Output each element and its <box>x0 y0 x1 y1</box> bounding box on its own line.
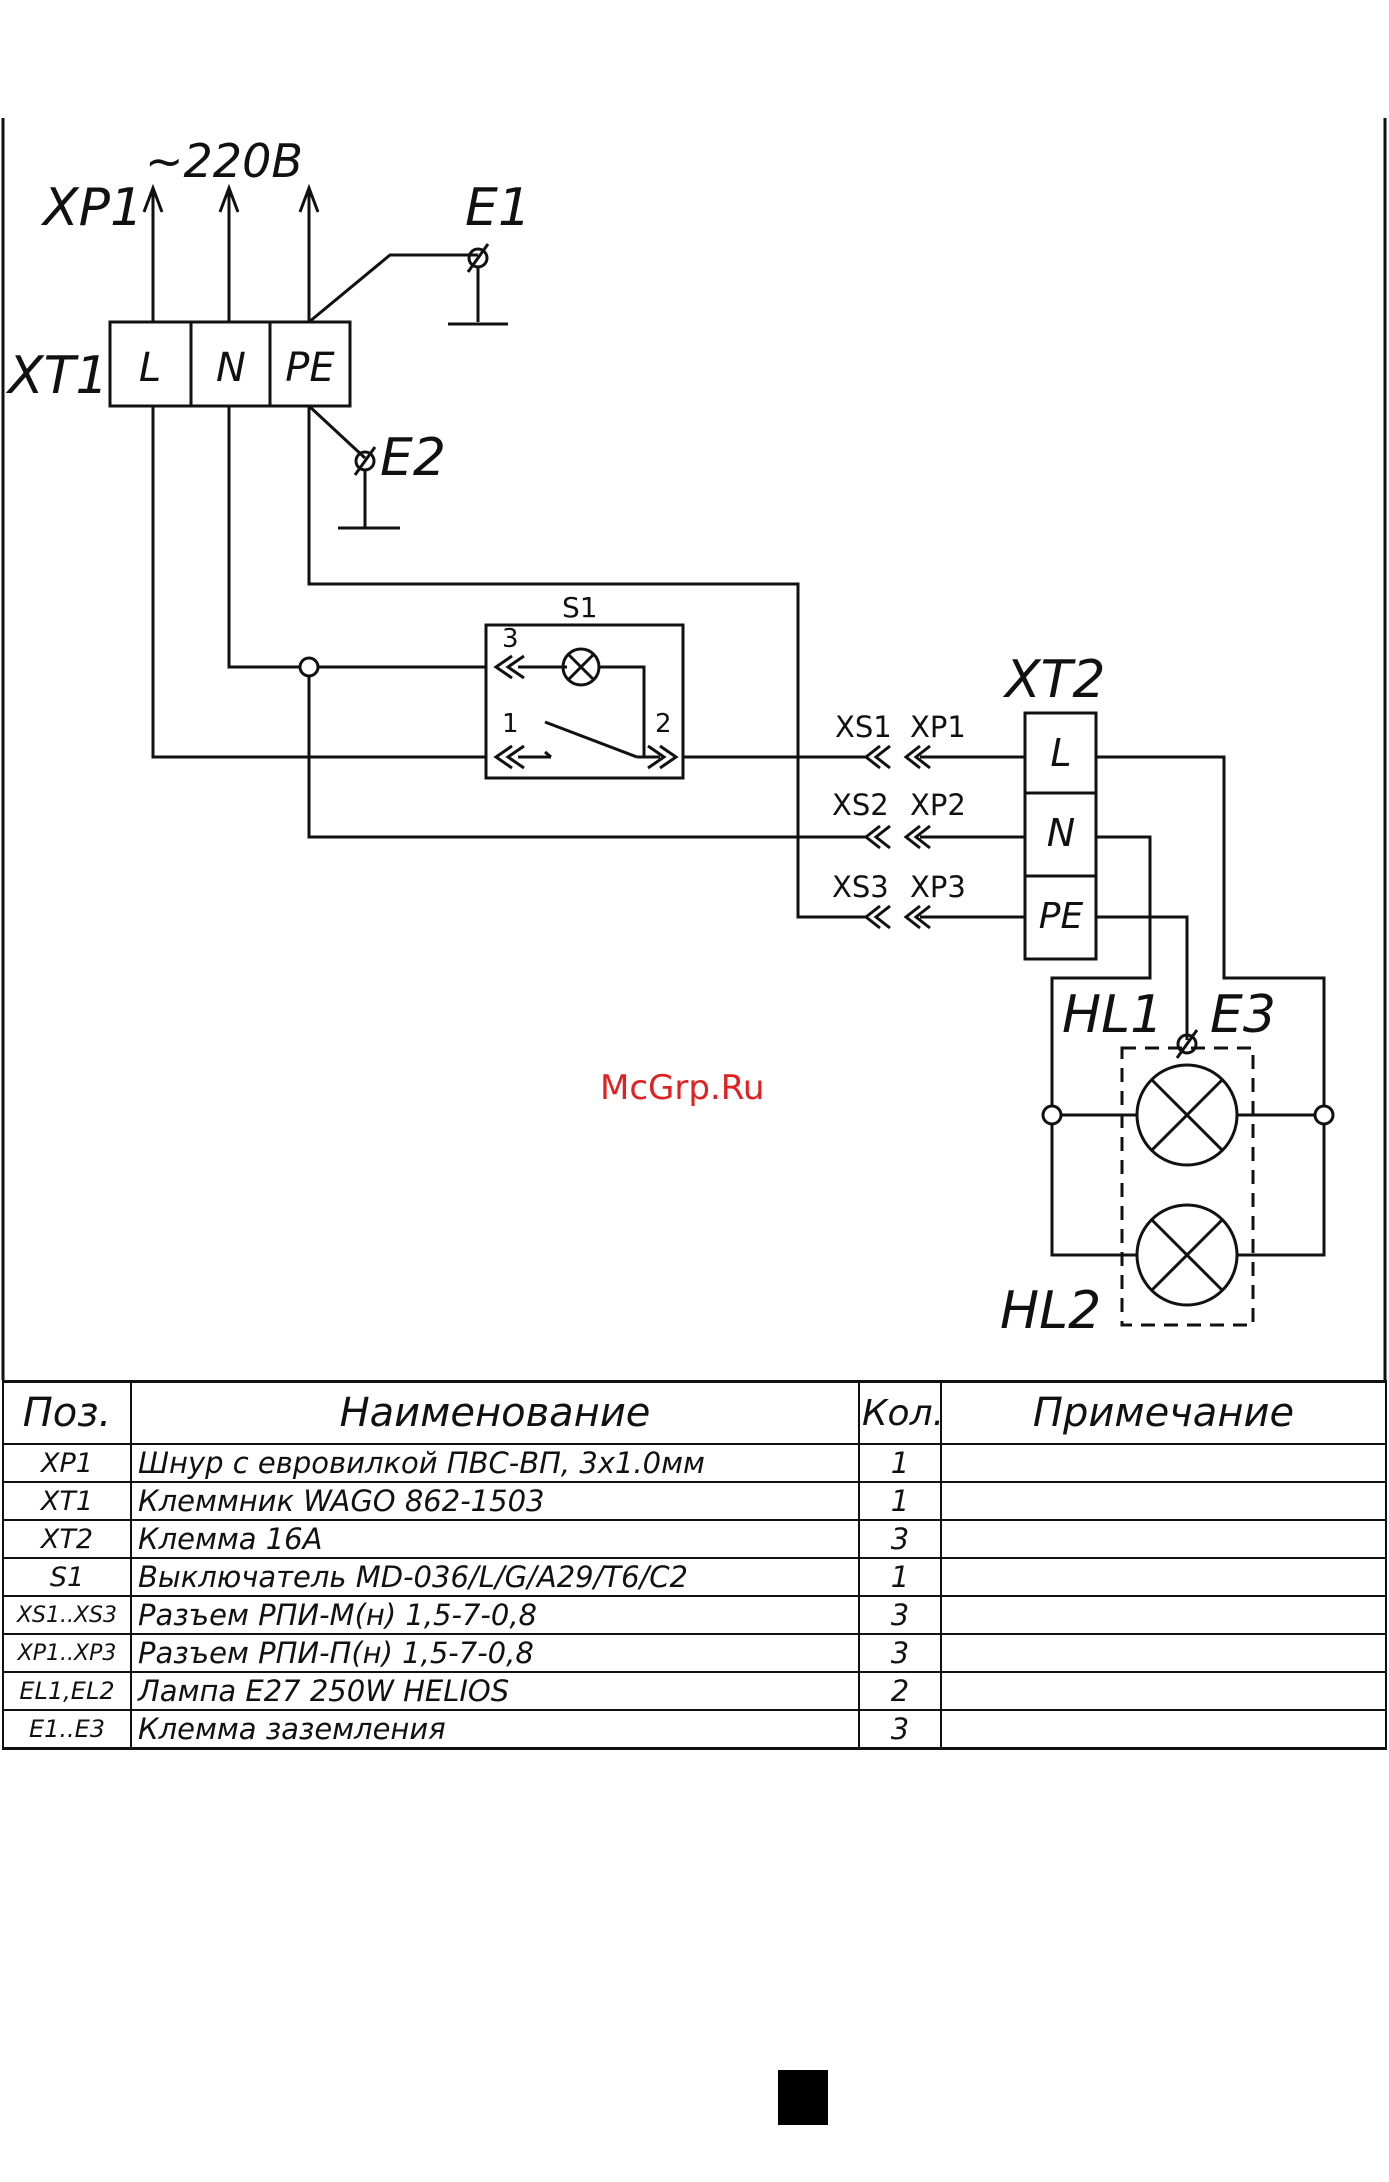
table-row: XT1 Клеммник WAGO 862-1503 1 <box>2 1481 1387 1521</box>
supply-arrows <box>142 183 320 322</box>
xt1-label: XT1 <box>5 346 108 406</box>
row-name: Разъем РПИ-П(н) 1,5-7-0,8 <box>130 1633 860 1673</box>
row-position: S1 <box>2 1557 132 1597</box>
hl1-lamp <box>1135 1063 1239 1167</box>
row-position: XT1 <box>2 1481 132 1521</box>
xs2-label: XS2 <box>832 788 889 822</box>
row-name: Выключатель MD-036/L/G/A29/T6/C2 <box>130 1557 860 1597</box>
row-quantity: 1 <box>858 1557 942 1597</box>
row-quantity: 1 <box>858 1481 942 1521</box>
wire-n-to-xs2 <box>307 667 867 839</box>
xp3-label: XP3 <box>910 870 966 904</box>
table-row: XP1..XP3 Разъем РПИ-П(н) 1,5-7-0,8 3 <box>2 1633 1387 1673</box>
row-quantity: 3 <box>858 1519 942 1559</box>
s1-pin-1: 1 <box>502 709 519 739</box>
row-name: Разъем РПИ-М(н) 1,5-7-0,8 <box>130 1595 860 1635</box>
xt2-label: XT2 <box>1002 650 1105 710</box>
wire-xt2-l <box>1096 755 1326 1115</box>
e3-label: E3 <box>1210 985 1276 1045</box>
hl2-lamp <box>1135 1203 1239 1307</box>
e1-label: E1 <box>465 178 531 238</box>
table-row: E1..E3 Клемма заземления 3 <box>2 1709 1387 1750</box>
supply-voltage-label: ~220B <box>145 134 303 188</box>
row-position: EL1,EL2 <box>2 1671 132 1711</box>
junction-node <box>298 656 320 678</box>
table-row: XS1..XS3 Разъем РПИ-М(н) 1,5-7-0,8 3 <box>2 1595 1387 1635</box>
row-note <box>940 1595 1387 1635</box>
watermark: McGrp.Ru <box>600 1068 765 1108</box>
row-quantity: 2 <box>858 1671 942 1711</box>
row-note <box>940 1633 1387 1673</box>
wire-xt2-n <box>1050 835 1152 1115</box>
s1-pin-2: 2 <box>655 709 672 739</box>
parts-table: Поз. Наименование Кол. Примечание XP1 Шн… <box>2 1380 1387 1750</box>
row-name: Шнур с евровилкой ПВС-ВП, 3х1.0мм <box>130 1443 860 1483</box>
e1-ground-symbol <box>308 243 508 326</box>
row-position: XS1..XS3 <box>2 1595 132 1635</box>
xt1-terminal-n: N <box>216 345 246 391</box>
header-position: Поз. <box>2 1380 132 1445</box>
lamp-housing <box>1120 1046 1255 1327</box>
wire-pe <box>307 406 867 919</box>
wire-l <box>151 406 486 759</box>
header-quantity: Кол. <box>858 1380 942 1445</box>
wire-xt2-pe <box>1096 915 1189 1040</box>
s1-switch <box>484 623 685 780</box>
row-quantity: 3 <box>858 1633 942 1673</box>
s1-label: S1 <box>562 591 598 624</box>
s1-pin-3: 3 <box>502 624 519 654</box>
table-row: XT2 Клемма 16А 3 <box>2 1519 1387 1559</box>
wire-n <box>227 406 486 669</box>
row-note <box>940 1671 1387 1711</box>
wire-hl2-right <box>1237 1124 1326 1257</box>
row-position: XP1 <box>2 1443 132 1483</box>
row-position: XP1..XP3 <box>2 1633 132 1673</box>
row-note <box>940 1709 1387 1750</box>
row-note <box>940 1557 1387 1597</box>
xt1-terminal-pe: PE <box>285 345 335 391</box>
connector-chevrons <box>863 744 931 930</box>
wiring-diagram: ~220B XP1 XT1 L N PE E1 E2 S1 3 1 2 XS1 … <box>1 118 1387 1380</box>
row-note <box>940 1519 1387 1559</box>
xp2-label: XP2 <box>910 788 966 822</box>
xt1-terminal-l: L <box>139 345 161 391</box>
header-name: Наименование <box>130 1380 860 1445</box>
xt2-terminal-l: L <box>1050 731 1071 775</box>
xt2-terminal-pe: PE <box>1039 896 1084 937</box>
row-name: Клемма 16А <box>130 1519 860 1559</box>
xt2-terminal-n: N <box>1047 811 1075 855</box>
header-note: Примечание <box>940 1380 1387 1445</box>
hl1-label: HL1 <box>1062 985 1163 1045</box>
wire-hl2-left <box>1050 1124 1137 1257</box>
e3-ground-symbol <box>1175 1029 1199 1059</box>
row-quantity: 3 <box>858 1709 942 1750</box>
row-name: Лампа E27 250W HELIOS <box>130 1671 860 1711</box>
e2-ground-symbol <box>307 404 400 530</box>
row-name: Клемма заземления <box>130 1709 860 1750</box>
table-row: XP1 Шнур с евровилкой ПВС-ВП, 3х1.0мм 1 <box>2 1443 1387 1483</box>
row-quantity: 3 <box>858 1595 942 1635</box>
e2-label: E2 <box>380 428 446 488</box>
row-position: XT2 <box>2 1519 132 1559</box>
lamp-node-right <box>1313 1104 1335 1126</box>
table-row: S1 Выключатель MD-036/L/G/A29/T6/C2 1 <box>2 1557 1387 1597</box>
row-note <box>940 1481 1387 1521</box>
row-quantity: 1 <box>858 1443 942 1483</box>
xs3-label: XS3 <box>832 870 889 904</box>
xp1-connector-label: XP1 <box>910 710 966 744</box>
row-note <box>940 1443 1387 1483</box>
hl2-label: HL2 <box>1000 1281 1101 1341</box>
lamp-node-left <box>1041 1104 1063 1126</box>
table-header-row: Поз. Наименование Кол. Примечание <box>2 1380 1387 1445</box>
row-name: Клеммник WAGO 862-1503 <box>130 1481 860 1521</box>
page-marker <box>778 2070 828 2125</box>
xs1-label: XS1 <box>835 710 892 744</box>
row-position: E1..E3 <box>2 1709 132 1750</box>
xp1-label: XP1 <box>40 178 143 238</box>
table-row: EL1,EL2 Лампа E27 250W HELIOS 2 <box>2 1671 1387 1711</box>
